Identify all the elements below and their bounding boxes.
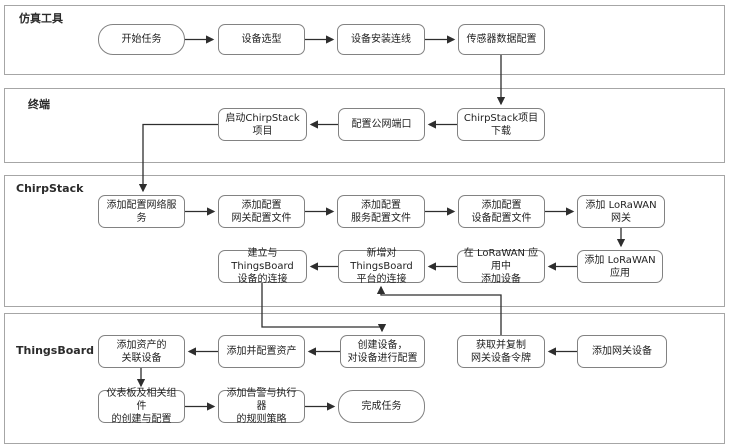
node-gateway-profile: 添加配置 网关配置文件 <box>218 195 305 228</box>
node-create-configure-device: 创建设备， 对设备进行配置 <box>340 335 425 368</box>
node-add-lorawan-app: 添加 LoRaWAN 应用 <box>577 250 663 283</box>
node-device-profile: 添加配置 设备配置文件 <box>458 195 545 228</box>
node-add-device-in-lorawan-app: 在 LoRaWAN 应用中 添加设备 <box>457 248 545 285</box>
node-add-thingsboard-connection: 新增对ThingsBoard 平台的连接 <box>338 248 425 285</box>
node-start-task: 开始任务 <box>98 24 185 55</box>
node-add-configure-asset: 添加并配置资产 <box>218 335 305 368</box>
node-alarm-actuator-rules: 添加告警与执行器 的规则策略 <box>218 388 305 425</box>
node-finish-task: 完成任务 <box>338 390 425 423</box>
node-chirpstack-download: ChirpStack项目下载 <box>457 108 545 141</box>
node-start-chirpstack-project: 启动ChirpStack项目 <box>218 108 307 141</box>
node-add-asset-related-device: 添加资产的 关联设备 <box>98 335 185 368</box>
node-sensor-data-config: 传感器数据配置 <box>458 24 545 55</box>
node-add-gateway-device: 添加网关设备 <box>577 335 667 368</box>
node-config-public-port: 配置公网端口 <box>338 108 425 141</box>
lane-label-terminal: 终端 <box>28 98 50 111</box>
node-add-lorawan-gateway: 添加 LoRaWAN 网关 <box>577 195 665 228</box>
node-device-selection: 设备选型 <box>218 24 305 55</box>
node-device-install-wiring: 设备安装连线 <box>337 24 425 55</box>
lane-label-chirpstack: ChirpStack <box>16 182 84 195</box>
lane-terminal: 终端 <box>4 88 725 163</box>
lane-label-simulation-tools: 仿真工具 <box>19 12 63 25</box>
node-service-profile: 添加配置 服务配置文件 <box>337 195 425 228</box>
node-get-copy-gateway-token: 获取并复制 网关设备令牌 <box>457 335 545 368</box>
lane-label-thingsboard: ThingsBoard <box>16 344 95 357</box>
node-add-network-service: 添加配置网络服务 <box>98 195 185 228</box>
node-dashboard-creation: 仪表板及相关组件 的创建与配置 <box>98 388 185 425</box>
node-connect-thingsboard-device: 建立与ThingsBoard 设备的连接 <box>218 248 307 285</box>
